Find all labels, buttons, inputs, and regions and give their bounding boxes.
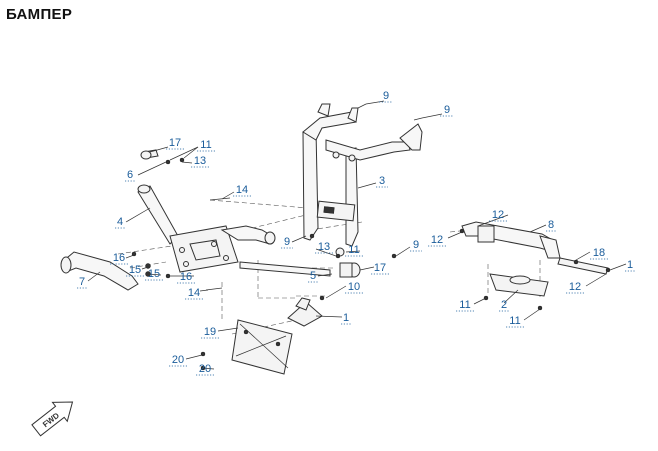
callout-7[interactable]: 7 — [79, 276, 85, 288]
leader-lines — [87, 100, 627, 370]
callout-14[interactable]: 14 — [188, 287, 200, 299]
tow-plate-part-2 — [489, 273, 549, 297]
license-plate-part-19 — [231, 319, 293, 375]
bumper-tubes-parts-4-5-7 — [60, 184, 276, 291]
callout-9[interactable]: 9 — [284, 236, 290, 248]
callout-16[interactable]: 16 — [180, 271, 192, 283]
callout-3[interactable]: 3 — [379, 175, 385, 187]
callout-12[interactable]: 12 — [569, 281, 581, 293]
callout-10[interactable]: 10 — [348, 281, 360, 293]
callout-16[interactable]: 16 — [113, 252, 125, 264]
callout-13[interactable]: 13 — [318, 241, 330, 253]
bracket-part-1 — [287, 297, 323, 327]
callout-18[interactable]: 18 — [593, 247, 605, 259]
crossbar-part-5 — [140, 149, 361, 278]
callout-9[interactable]: 9 — [413, 239, 419, 251]
callout-8[interactable]: 8 — [548, 219, 554, 231]
callout-4[interactable]: 4 — [117, 216, 123, 228]
fwd-arrow-icon: FWD — [31, 401, 74, 437]
rear-bar-part-8 — [461, 221, 561, 259]
callout-11[interactable]: 11 — [200, 139, 211, 151]
callout-17[interactable]: 17 — [169, 137, 181, 149]
callout-11[interactable]: 11 — [459, 299, 470, 311]
callout-19[interactable]: 19 — [204, 326, 216, 338]
callout-2[interactable]: 2 — [501, 299, 507, 311]
callout-6[interactable]: 6 — [127, 169, 133, 181]
hitch-pin-part-18 — [557, 257, 609, 275]
page-title: БАМПЕР — [6, 6, 73, 23]
callout-15[interactable]: 15 — [148, 268, 160, 280]
callout-20[interactable]: 20 — [172, 354, 184, 366]
callouts: 9 9 17 11 13 6 3 14 4 9 13 11 9 16 15 15… — [77, 90, 636, 376]
callout-9[interactable]: 9 — [383, 90, 389, 102]
callout-17[interactable]: 17 — [374, 262, 386, 274]
callout-11[interactable]: 11 — [348, 244, 359, 256]
frame-part-3 — [302, 103, 423, 257]
callout-14[interactable]: 14 — [236, 184, 248, 196]
callout-9[interactable]: 9 — [444, 104, 450, 116]
callout-12[interactable]: 12 — [431, 234, 443, 246]
callout-11[interactable]: 11 — [509, 315, 520, 327]
callout-15[interactable]: 15 — [129, 264, 141, 276]
callout-12[interactable]: 12 — [492, 209, 504, 221]
callout-13[interactable]: 13 — [194, 155, 206, 167]
callout-5[interactable]: 5 — [310, 270, 316, 282]
callout-1[interactable]: 1 — [627, 259, 633, 271]
callout-1[interactable]: 1 — [343, 312, 349, 324]
callout-20[interactable]: 20 — [199, 363, 211, 375]
